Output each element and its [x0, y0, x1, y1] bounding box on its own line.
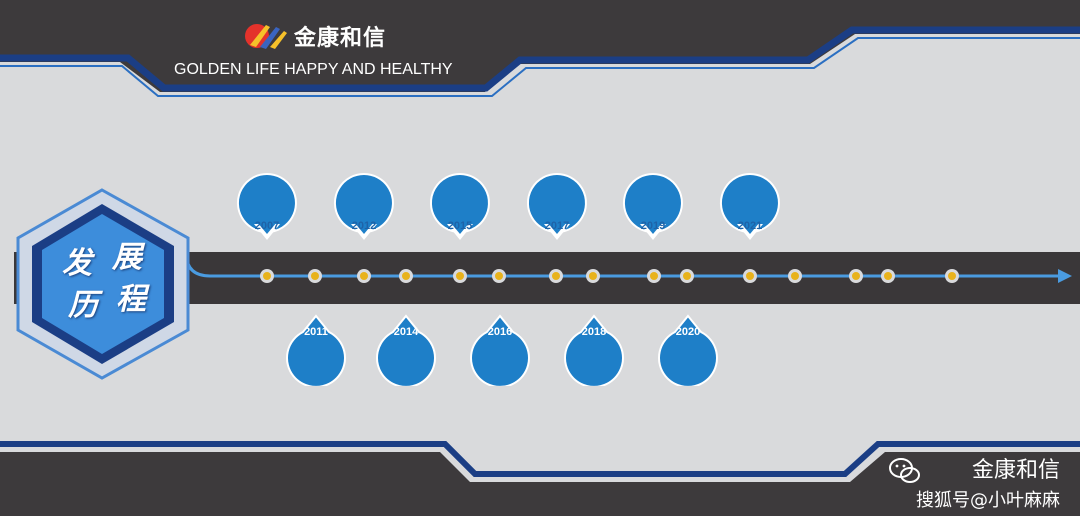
milestone-year: 2017 — [544, 220, 570, 232]
brand-name: 金康和信 — [294, 26, 387, 51]
pin-marker — [429, 173, 490, 240]
milestone-year: 2018 — [581, 326, 607, 338]
timeline-dot-core — [746, 272, 754, 280]
pin-marker — [526, 173, 587, 240]
milestone-top: 2017 — [526, 172, 588, 240]
milestone-bottom: 2020 — [657, 314, 719, 388]
watermark-source: 搜狐号@小叶麻麻 — [916, 490, 1060, 511]
brand-logo: 金康和信 — [244, 20, 386, 52]
section-title-char: 发 — [62, 246, 92, 281]
milestone-year: 2015 — [447, 220, 473, 232]
pin-marker — [470, 314, 530, 388]
timeline-dot-core — [263, 272, 271, 280]
timeline-dot-core — [948, 272, 956, 280]
milestone-bottom: 2018 — [563, 314, 625, 388]
milestone-year: 2021 — [737, 220, 763, 232]
wechat-icon — [889, 458, 920, 483]
timeline-dot-core — [852, 272, 860, 280]
timeline-dot-core — [683, 272, 691, 280]
pin-marker — [564, 314, 624, 388]
milestone-bottom: 2011 — [285, 314, 347, 388]
pin-marker — [719, 173, 780, 240]
timeline-dot-core — [791, 272, 799, 280]
pin-marker — [286, 314, 346, 388]
milestone-year: 2016 — [487, 326, 513, 338]
milestone-top: 2019 — [622, 172, 684, 240]
timeline-dot-core — [589, 272, 597, 280]
milestone-bottom: 2014 — [375, 314, 437, 388]
timeline-dot-core — [650, 272, 658, 280]
milestone-year: 2014 — [393, 326, 419, 338]
timeline-dot-core — [456, 272, 464, 280]
watermark: 金康和信 搜狐号@小叶麻麻 — [916, 452, 1060, 512]
brand-slogan: GOLDEN LIFE HAPPY AND HEALTHY — [174, 61, 453, 78]
timeline-dot-core — [495, 272, 503, 280]
milestone-year: 2007 — [254, 220, 280, 232]
milestone-year: 2011 — [304, 326, 328, 338]
milestone-top: 2007 — [236, 172, 298, 240]
timeline-dot-core — [311, 272, 319, 280]
milestone-year: 2019 — [640, 220, 666, 232]
watermark-brand: 金康和信 — [971, 458, 1060, 483]
timeline-dot-core — [402, 272, 410, 280]
milestone-year: 2012 — [351, 220, 377, 232]
pin-marker — [376, 314, 436, 388]
timeline-dot-core — [360, 272, 368, 280]
pin-marker — [658, 314, 718, 388]
pin-marker — [236, 173, 297, 240]
milestone-top: 2012 — [333, 172, 395, 240]
timeline-dot-core — [884, 272, 892, 280]
milestone-bottom: 2016 — [469, 314, 531, 388]
section-title-char: 展 — [112, 240, 142, 275]
timeline-dot-core — [552, 272, 560, 280]
pin-marker — [333, 173, 394, 240]
milestone-year: 2020 — [675, 326, 701, 338]
logo-mark-icon — [245, 24, 287, 49]
milestone-top: 2015 — [429, 172, 491, 240]
pin-marker — [622, 173, 683, 240]
section-title-char: 程 — [116, 282, 146, 317]
section-title-char: 历 — [68, 288, 98, 323]
milestone-top: 2021 — [719, 172, 781, 240]
